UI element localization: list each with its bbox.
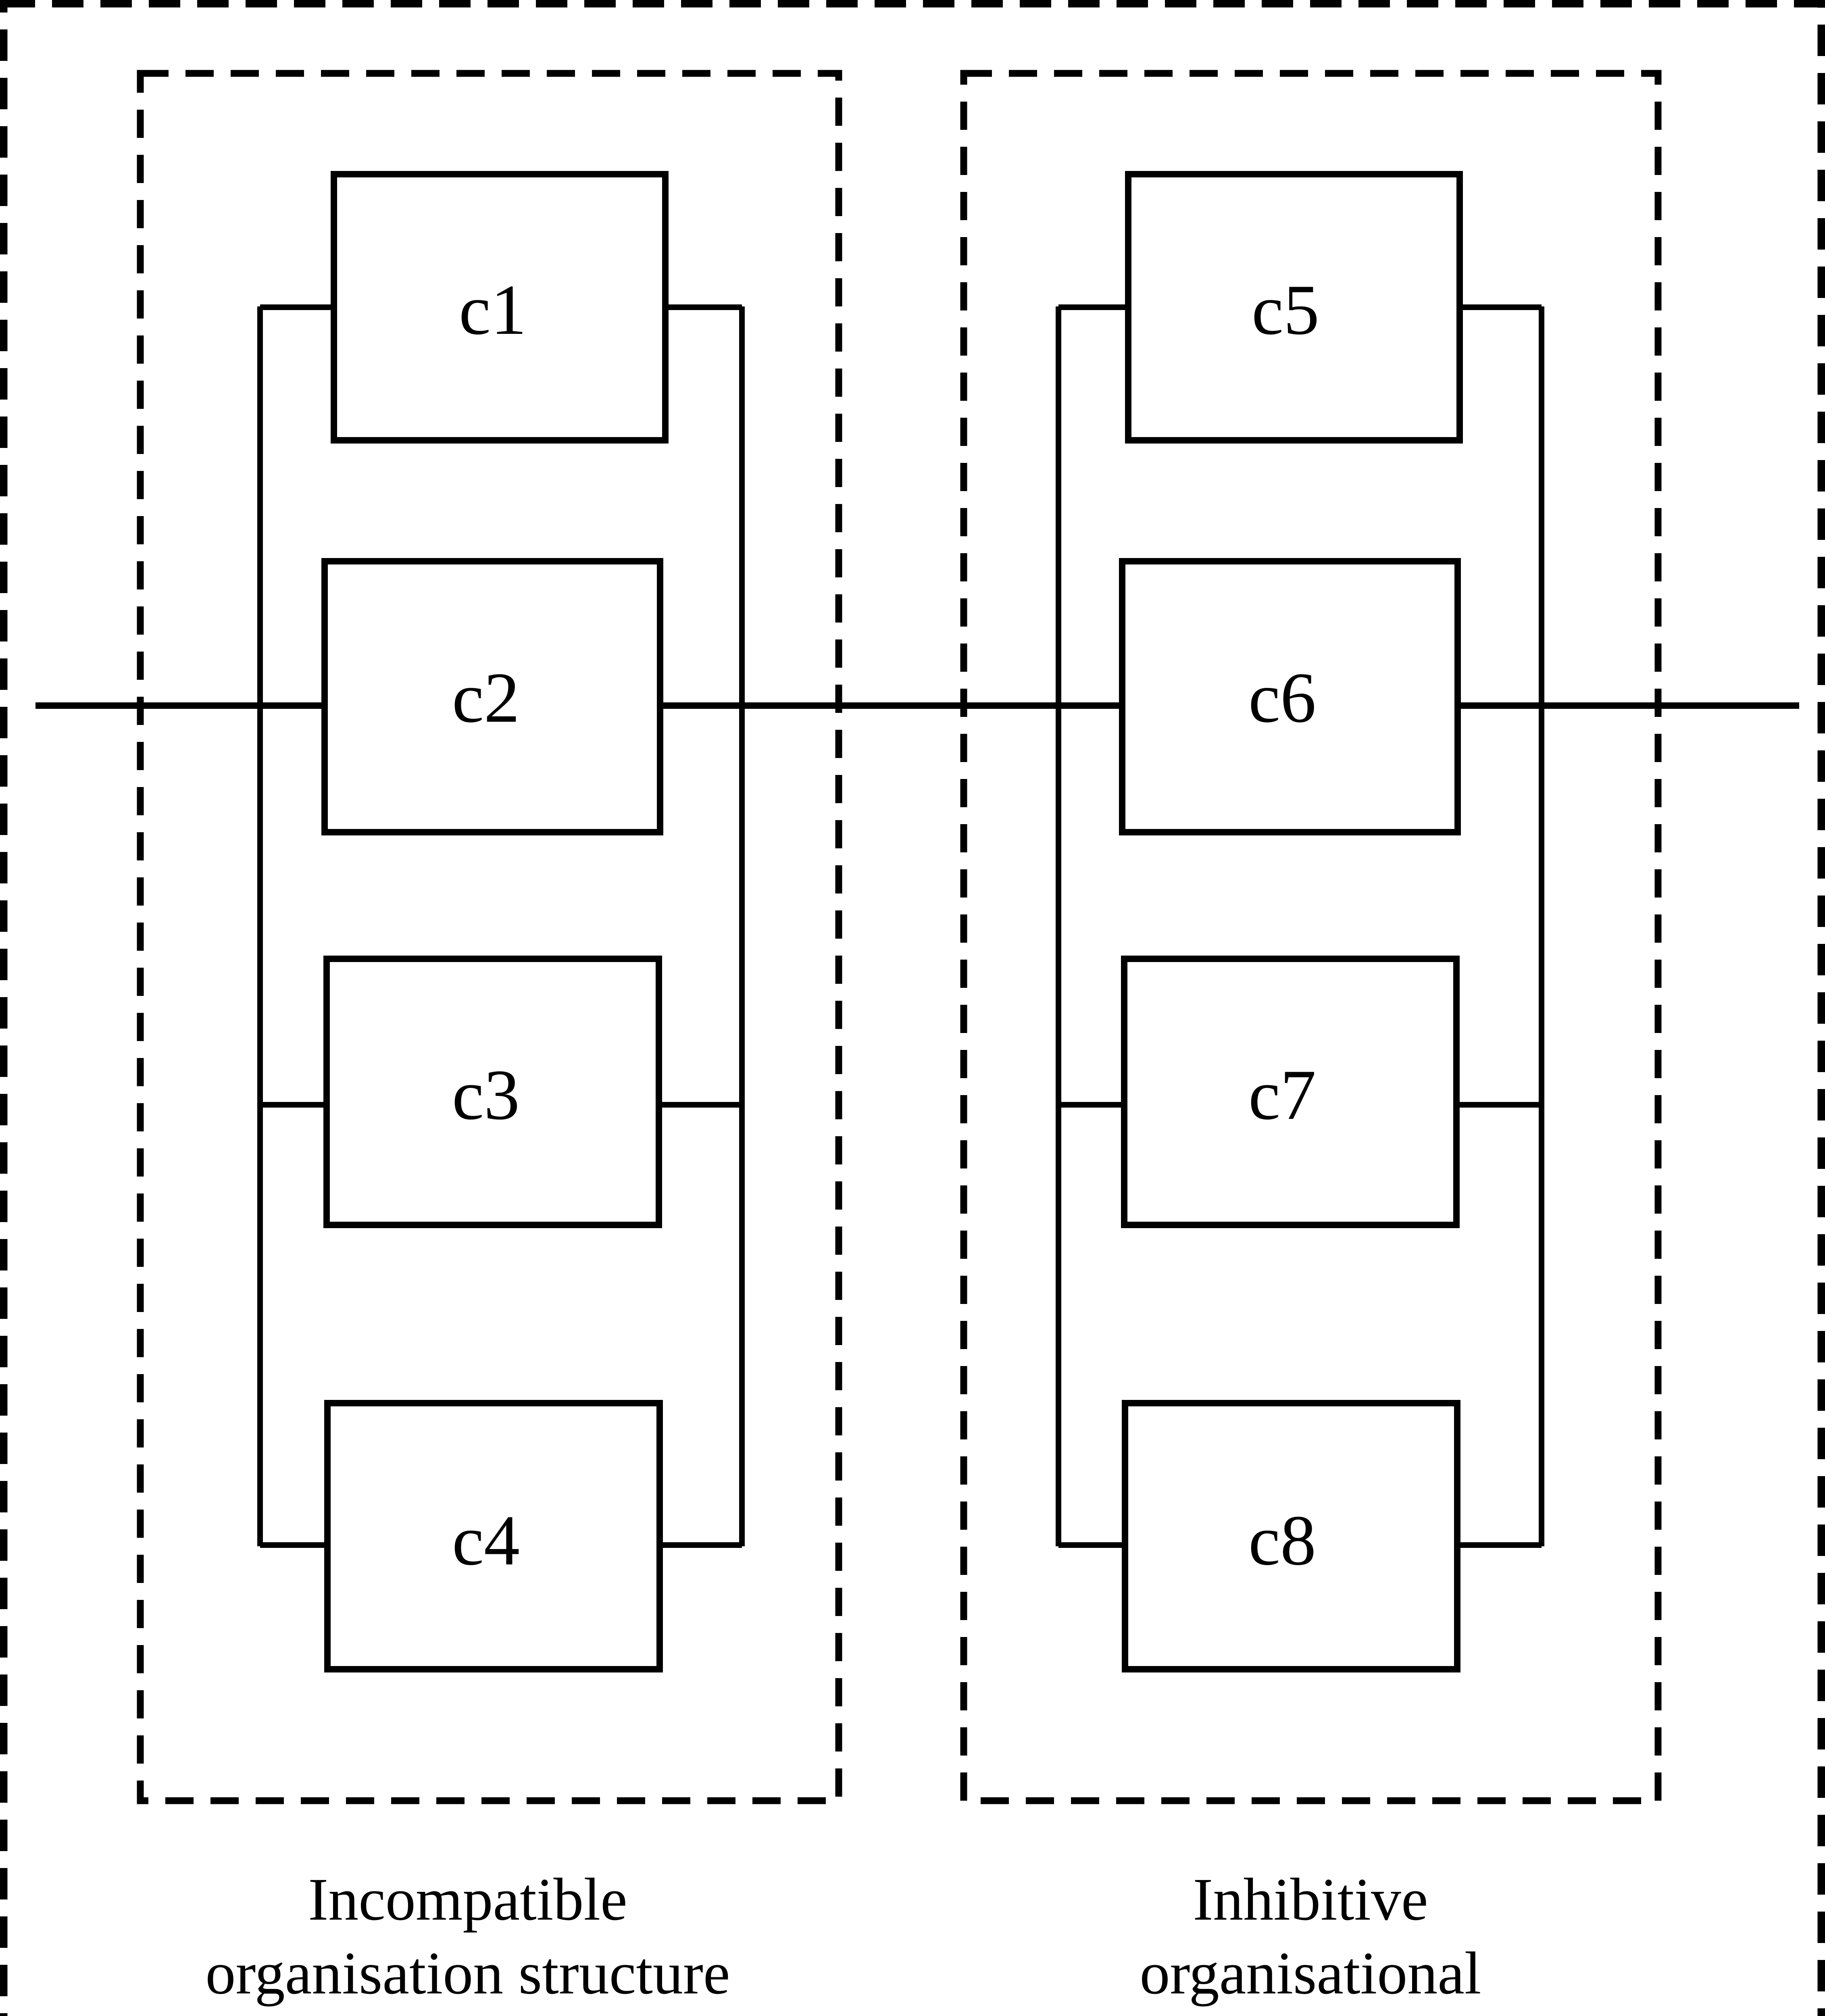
node-box-c5[interactable] — [1125, 171, 1463, 444]
node-box-c1[interactable] — [331, 171, 669, 444]
group-left-caption-line2: organisation structure — [205, 1940, 730, 2007]
group-right-caption-line2: organisational culture — [1140, 1940, 1481, 2016]
node-label-c5: c5 — [1251, 270, 1320, 350]
group-left-caption-line1: Incompatible — [308, 1866, 627, 1933]
node-label-c4: c4 — [452, 1500, 520, 1580]
node-box-c3[interactable] — [323, 956, 662, 1228]
group-right-caption-line1: Inhibitive — [1193, 1866, 1428, 1933]
node-label-c3: c3 — [452, 1055, 520, 1135]
node-box-c7[interactable] — [1121, 956, 1460, 1228]
node-label-c8: c8 — [1248, 1500, 1317, 1580]
node-box-c6[interactable] — [1119, 558, 1461, 835]
node-label-c2: c2 — [452, 658, 520, 737]
node-label-c1: c1 — [458, 270, 527, 350]
group-left-caption: Incompatible organisation structure — [205, 1863, 730, 2010]
group-right-dashed-box — [960, 70, 1662, 1804]
group-left-dashed-box — [137, 70, 842, 1804]
node-label-c7: c7 — [1248, 1055, 1317, 1135]
node-box-c8[interactable] — [1122, 1400, 1460, 1672]
node-label-c6: c6 — [1248, 658, 1317, 737]
group-right-caption: Inhibitive organisational culture — [1053, 1863, 1568, 2016]
node-box-c4[interactable] — [324, 1400, 663, 1672]
node-box-c2[interactable] — [321, 558, 663, 835]
